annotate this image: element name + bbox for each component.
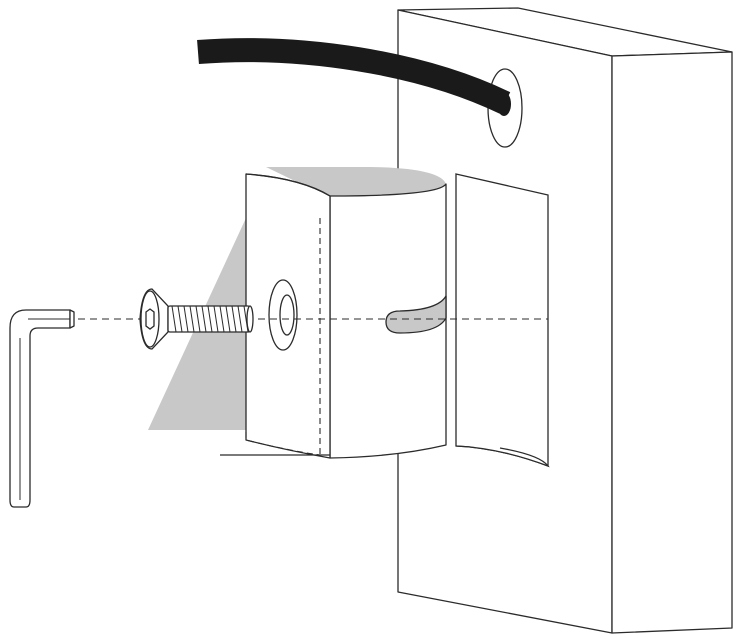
countersunk-screw <box>139 288 254 350</box>
hex-key <box>9 309 75 508</box>
hex-key-tip <box>69 309 75 329</box>
wall-side-face <box>611 51 733 634</box>
bracket-slot <box>385 295 447 334</box>
bracket-top-face <box>266 167 446 198</box>
cable-end <box>497 92 511 116</box>
wall-block <box>397 7 733 634</box>
screw-hex-socket <box>145 308 155 330</box>
cable <box>197 38 511 114</box>
wall-cutout <box>455 173 550 468</box>
mounting-bracket <box>220 167 447 459</box>
